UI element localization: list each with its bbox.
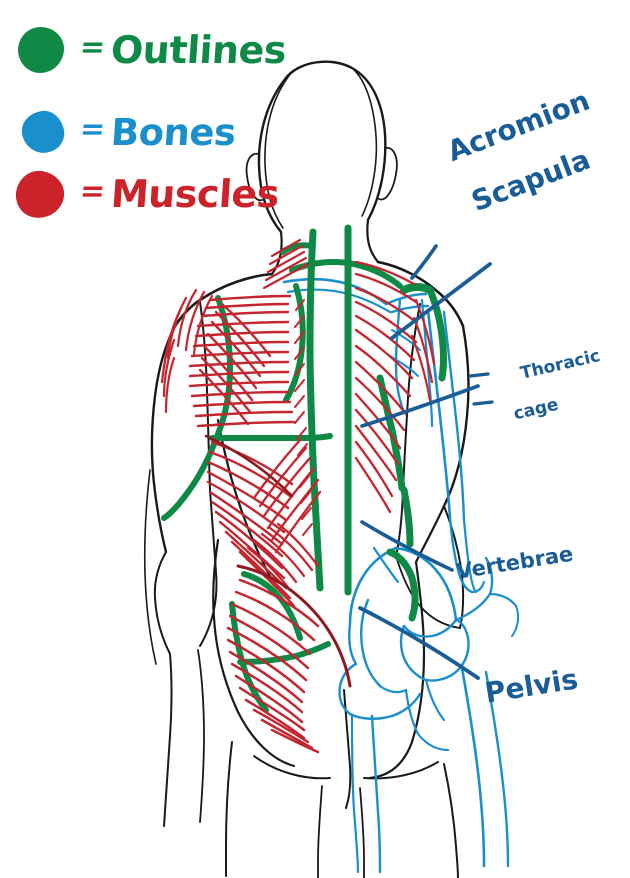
- leader-line-pelvis: [358, 606, 480, 680]
- leader-line-thoracic-2: [472, 400, 494, 406]
- muscles-group: [160, 238, 436, 754]
- outlines-group: [161, 224, 447, 713]
- body-outline-group: [143, 60, 470, 878]
- leader-line-acromion: [410, 244, 438, 280]
- leader-line-vertebrae: [360, 520, 454, 572]
- callout-leader-lines: [358, 244, 494, 680]
- leader-line-thoracic-1: [468, 372, 490, 378]
- leader-line-thoracic-main: [360, 384, 480, 428]
- leader-line-scapula: [390, 262, 492, 340]
